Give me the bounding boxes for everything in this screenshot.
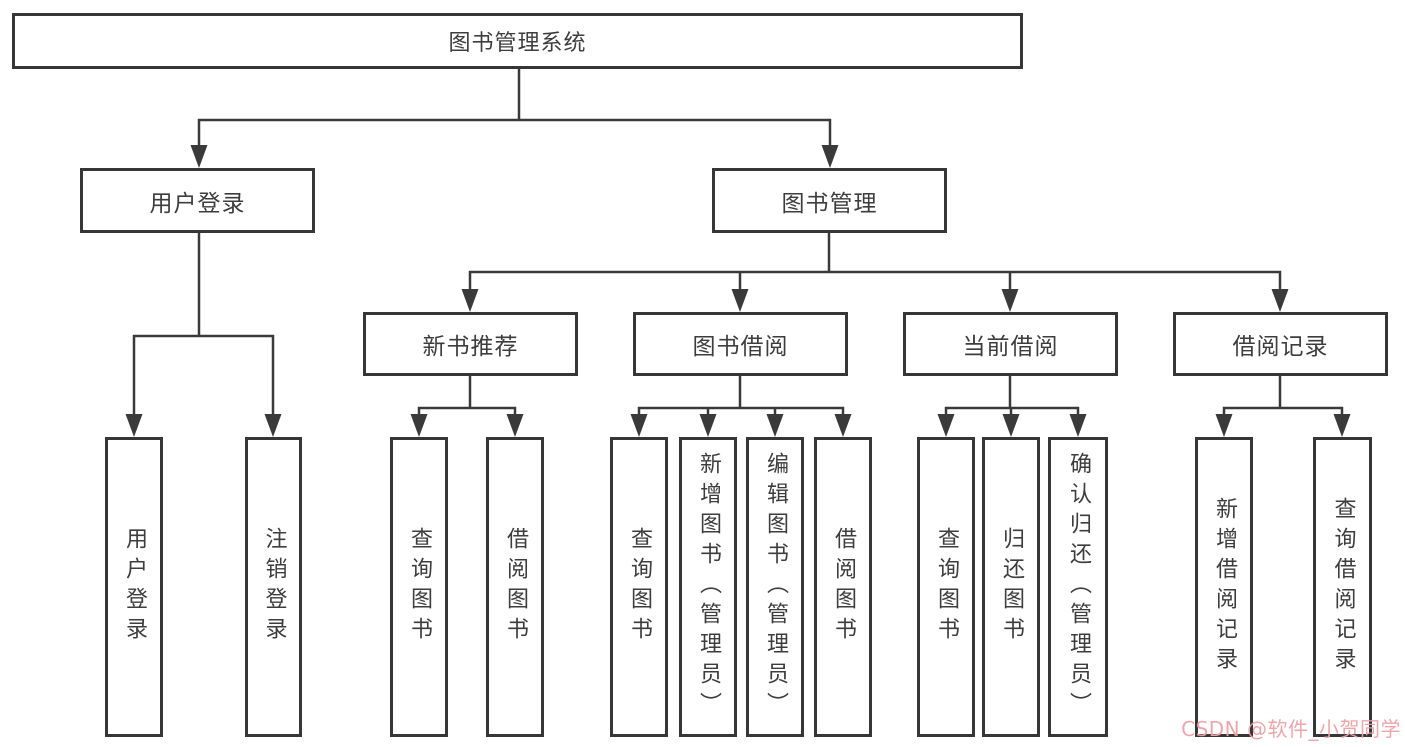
node-label: 新增图书（管理员） [696,452,721,722]
node-rc-add-borrow-record: 新增借阅记录 [1195,437,1253,737]
node-label: 查询图书 [407,527,432,647]
node-user-login-branch: 用户登录 [80,168,315,233]
node-book-borrowing: 图书借阅 [633,312,848,376]
node-new-book-recommendation: 新书推荐 [363,312,578,376]
node-label: 编辑图书（管理员） [763,452,788,722]
node-library-management-system: 图书管理系统 [12,13,1023,69]
node-label: 新书推荐 [422,334,519,360]
node-label: 图书管理系统 [448,31,587,56]
node-book-management: 图书管理 [712,168,947,233]
node-label: 借阅记录 [1232,334,1329,360]
node-label: 新增借阅记录 [1212,497,1237,677]
node-nb-query-books: 查询图书 [390,437,448,737]
node-label: 图书管理 [781,190,878,217]
node-bw-borrow-books: 借阅图书 [814,437,872,737]
csdn-watermark: CSDN @软件_小贺同学 [1181,717,1401,741]
node-label: 注销登录 [261,527,287,647]
node-bw-edit-books-admin: 编辑图书（管理员） [746,437,804,737]
node-label: 确认归还（管理员） [1066,452,1091,722]
node-label: 查询借阅记录 [1330,497,1356,677]
node-bw-query-books: 查询图书 [610,437,668,737]
node-label: 归还图书 [999,527,1024,647]
node-label: 用户登录 [149,190,246,217]
node-cb-confirm-return-admin: 确认归还（管理员） [1048,437,1108,737]
node-bw-add-books-admin: 新增图书（管理员） [679,437,737,737]
arrowheads [125,145,1351,437]
node-borrowing-records: 借阅记录 [1173,312,1388,376]
node-label: 借阅图书 [503,527,528,647]
node-label: 查询图书 [627,527,652,647]
node-cb-return-books: 归还图书 [982,437,1040,737]
node-label: 当前借阅 [962,334,1059,360]
node-label: 借阅图书 [831,527,856,647]
node-rc-query-borrow-record: 查询借阅记录 [1313,437,1372,737]
node-label: 用户登录 [122,527,147,647]
node-user-login-leaf: 用户登录 [105,437,163,737]
node-current-borrowing: 当前借阅 [903,312,1118,376]
node-logout: 注销登录 [245,437,302,737]
node-label: 查询图书 [934,527,959,647]
node-label: 图书借阅 [692,334,789,360]
node-nb-borrow-books: 借阅图书 [486,437,544,737]
node-cb-query-books: 查询图书 [917,437,975,737]
